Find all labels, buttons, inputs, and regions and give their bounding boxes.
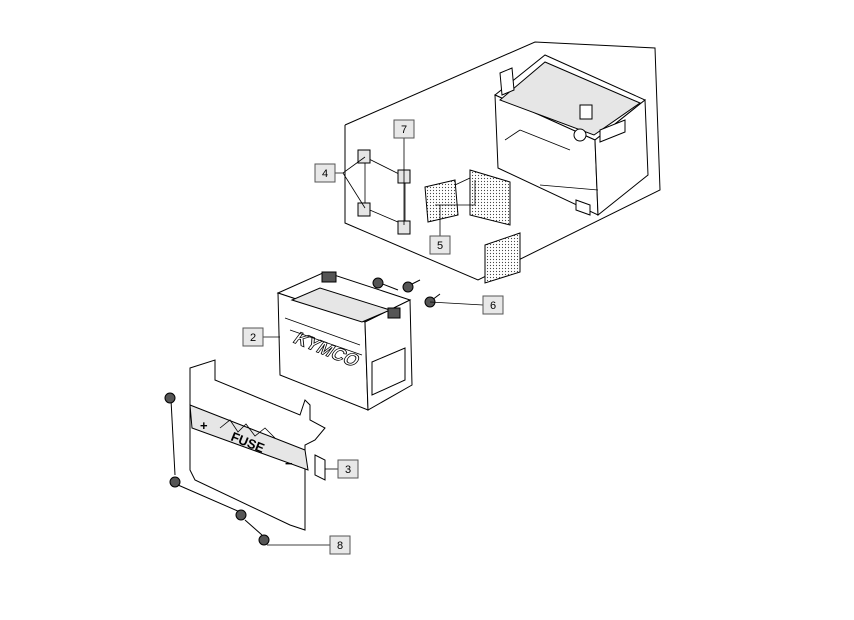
bolt: [164, 392, 176, 404]
battery-bracket: + FUSE −: [189, 359, 326, 531]
group-frame: [344, 41, 661, 281]
callout-label: 5: [437, 240, 443, 252]
bolt: [258, 534, 270, 546]
clip-set: [357, 149, 411, 235]
callout-7: 7: [393, 119, 415, 139]
clip: [357, 202, 371, 217]
pad: [424, 179, 459, 223]
callout-4: 4: [314, 163, 336, 183]
minus-sign: −: [285, 456, 293, 471]
bolt: [402, 281, 414, 293]
callout-label: 2: [250, 332, 256, 344]
callout-2: 2: [242, 327, 264, 347]
callout-3: 3: [337, 459, 359, 479]
callout-label: 7: [401, 124, 407, 136]
bolt-set-bottom: [164, 392, 270, 546]
bolt-set-top: [372, 277, 441, 308]
battery: KYMCO: [276, 271, 413, 411]
bolt: [372, 277, 384, 289]
pad-set: [424, 169, 521, 284]
callout-5: 5: [429, 235, 451, 255]
pad: [484, 232, 521, 284]
leader-lines: [263, 138, 484, 546]
bolt: [235, 509, 247, 521]
bolt: [169, 476, 181, 488]
callout-label: 8: [337, 540, 343, 552]
callout-6: 6: [482, 295, 504, 315]
plus-sign: +: [200, 418, 208, 433]
callout-8: 8: [329, 535, 351, 555]
battery-box: [494, 54, 649, 217]
callout-label: 6: [490, 300, 496, 312]
pad: [469, 169, 511, 226]
callout-label: 4: [322, 168, 328, 180]
callout-label: 3: [345, 464, 351, 476]
